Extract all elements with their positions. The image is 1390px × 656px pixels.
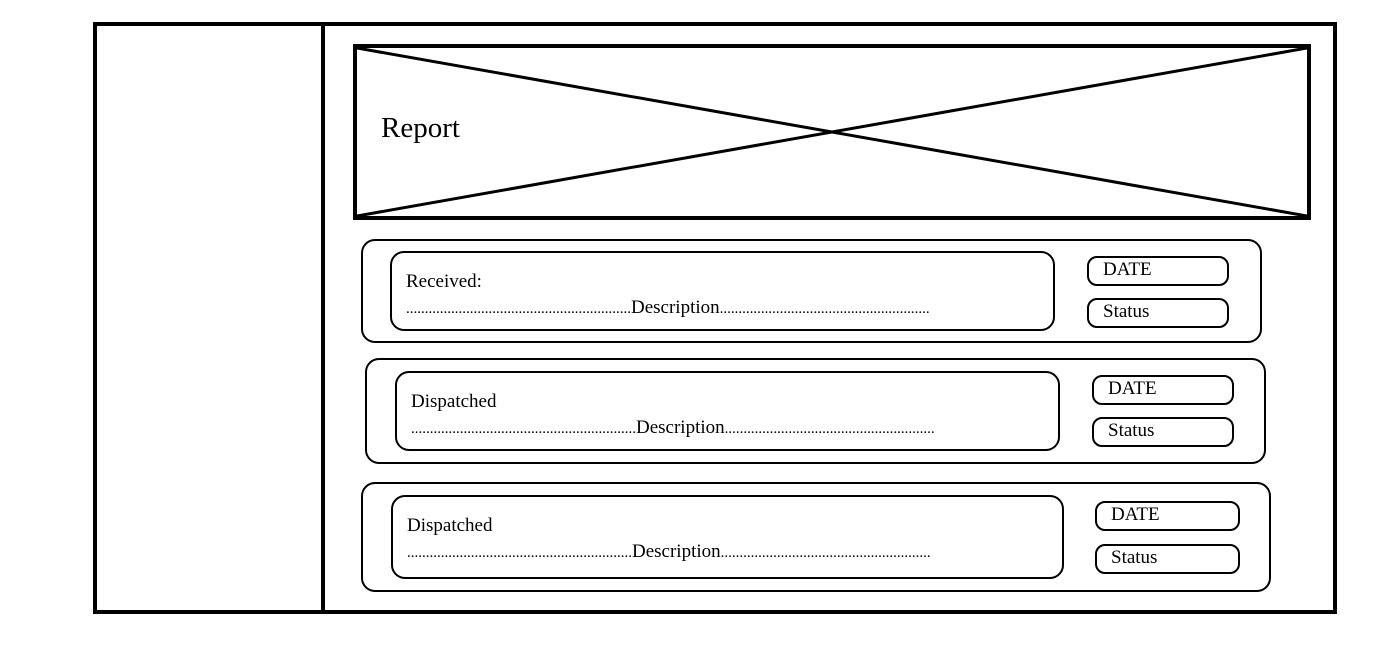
report-card-description: ........................................…	[407, 541, 931, 562]
date-field[interactable]: DATE	[1087, 256, 1229, 286]
report-card[interactable]: Dispatched .............................…	[365, 358, 1266, 464]
image-placeholder-cross	[357, 48, 1307, 216]
report-card-title: Dispatched	[407, 515, 493, 536]
report-banner-placeholder: Report	[353, 44, 1311, 220]
date-field[interactable]: DATE	[1095, 501, 1240, 531]
report-card-title: Dispatched	[411, 391, 497, 412]
report-card-body[interactable]: Received: ..............................…	[390, 251, 1055, 331]
report-card-description: ........................................…	[406, 297, 930, 318]
sidebar	[97, 26, 325, 610]
status-field[interactable]: Status	[1087, 298, 1229, 328]
report-card-body[interactable]: Dispatched .............................…	[391, 495, 1064, 579]
report-card-body[interactable]: Dispatched .............................…	[395, 371, 1060, 451]
app-frame	[93, 22, 1337, 614]
status-field[interactable]: Status	[1092, 417, 1234, 447]
report-card[interactable]: Received: ..............................…	[361, 239, 1262, 343]
report-card-description: ........................................…	[411, 417, 935, 438]
status-field[interactable]: Status	[1095, 544, 1240, 574]
report-card-title: Received:	[406, 271, 482, 292]
date-field[interactable]: DATE	[1092, 375, 1234, 405]
report-card[interactable]: Dispatched .............................…	[361, 482, 1271, 592]
report-title: Report	[381, 112, 460, 144]
